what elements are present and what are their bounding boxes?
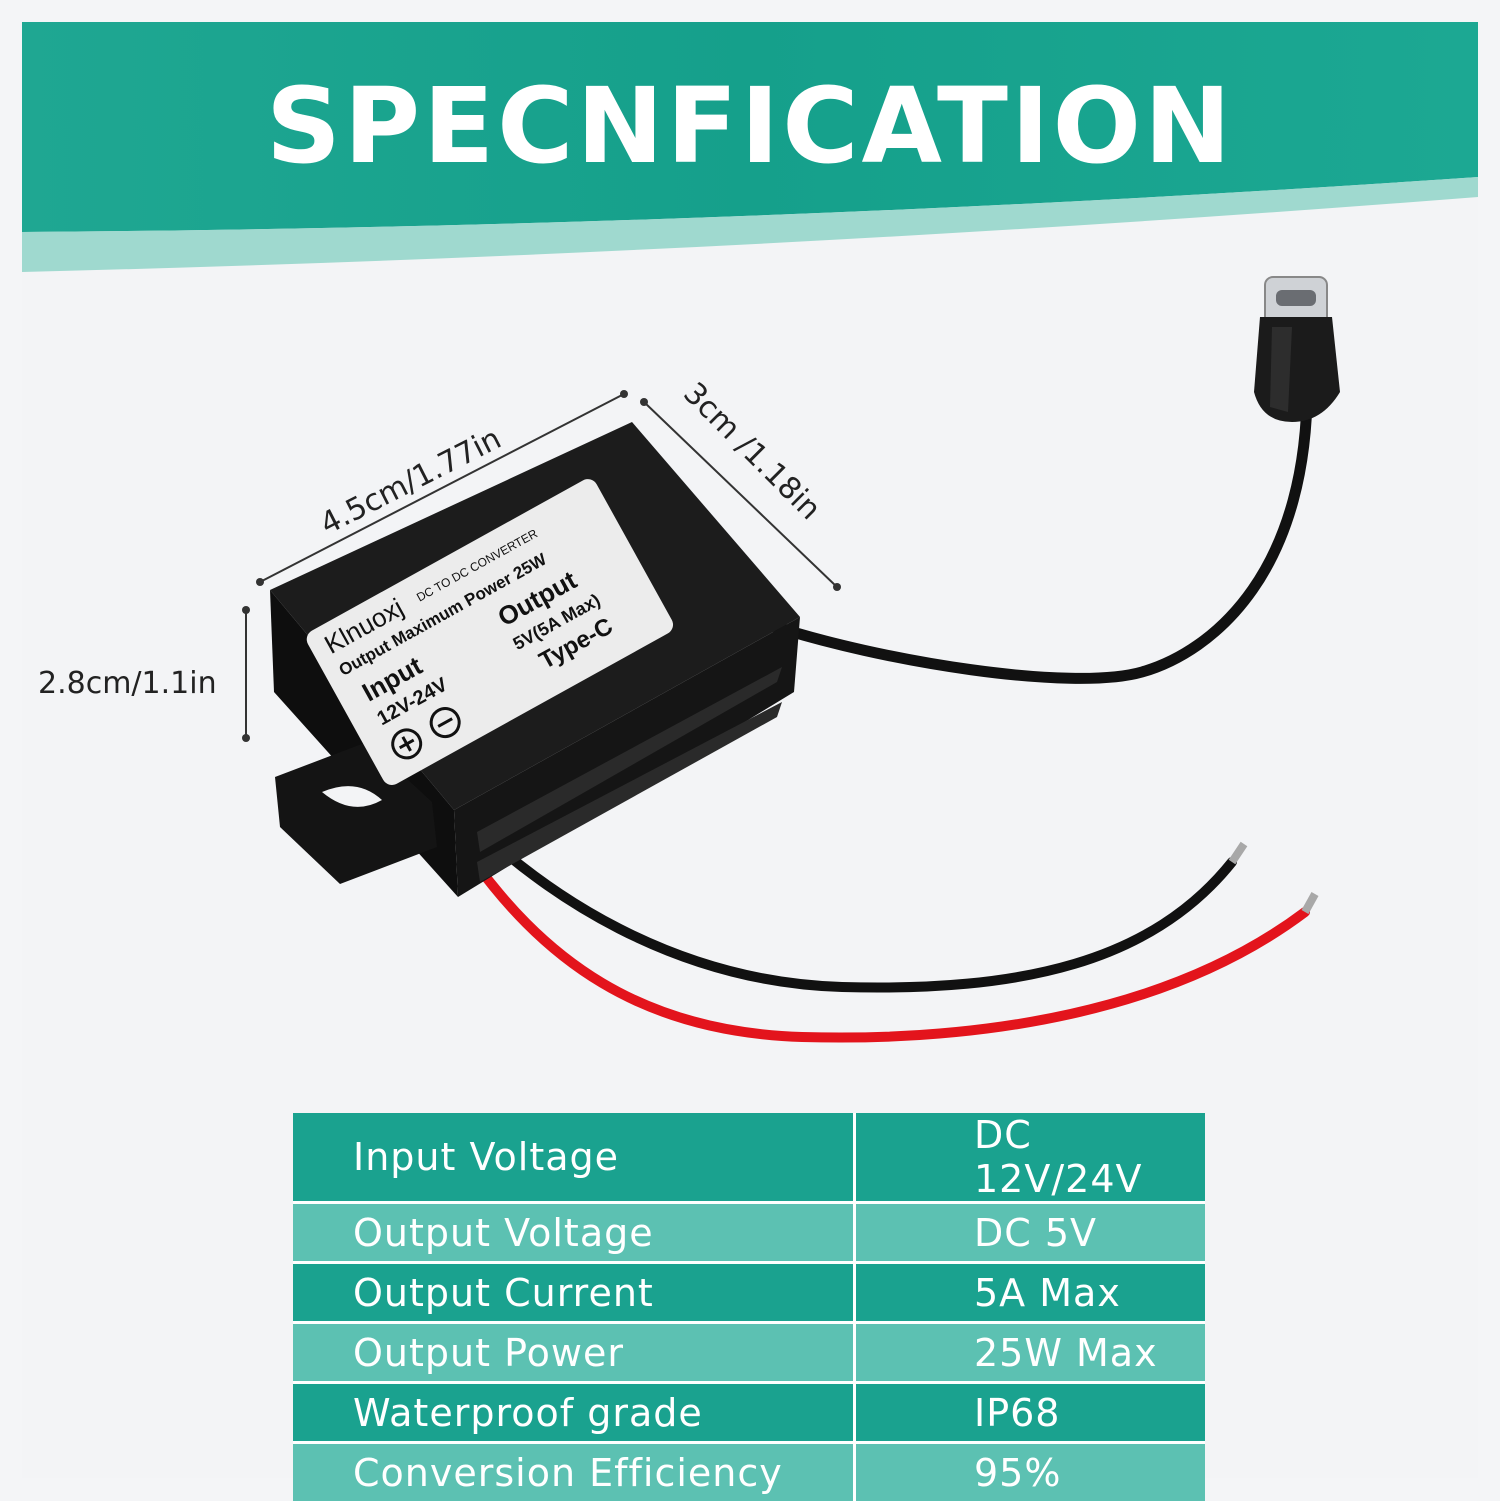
spec-key: Output Current: [293, 1264, 856, 1324]
spec-value: IP68: [856, 1384, 1205, 1444]
spec-value: DC 5V: [856, 1204, 1205, 1264]
length-dimension-line: [256, 390, 628, 586]
page-title: SPECNFICATION: [265, 65, 1235, 187]
spec-key: Output Voltage: [293, 1204, 856, 1264]
spec-value: 5A Max: [856, 1264, 1205, 1324]
spec-key: Conversion Efficiency: [293, 1444, 856, 1501]
table-row: Input Voltage DC 12V/24V: [293, 1113, 1205, 1204]
plus-icon: [391, 728, 423, 760]
table-row: Output Power 25W Max: [293, 1324, 1205, 1384]
height-dimension-line: [242, 606, 250, 742]
black-wire: [464, 815, 1237, 993]
spec-value: DC 12V/24V: [856, 1113, 1205, 1204]
spec-key: Input Voltage: [293, 1113, 856, 1204]
spec-table: Input Voltage DC 12V/24V Output Voltage …: [293, 1113, 1205, 1501]
spec-key: Output Power: [293, 1324, 856, 1384]
red-wire-tip: [1301, 892, 1319, 914]
title-banner: SPECNFICATION: [22, 22, 1478, 272]
table-row: Conversion Efficiency 95%: [293, 1444, 1205, 1501]
table-row: Output Voltage DC 5V: [293, 1204, 1205, 1264]
width-dimension-line: [640, 398, 841, 591]
table-row: Output Current 5A Max: [293, 1264, 1205, 1324]
product-label: Klnuoxj DC TO DC CONVERTER Output Maximu…: [306, 479, 674, 785]
spec-key: Waterproof grade: [293, 1384, 856, 1444]
banner-shape: [22, 22, 1478, 272]
table-row: Waterproof grade IP68: [293, 1384, 1205, 1444]
usb-c-cable: [761, 366, 1313, 684]
minus-icon: [429, 707, 461, 739]
spec-value: 25W Max: [856, 1324, 1205, 1384]
red-wire: [457, 839, 1310, 1043]
height-dimension: 2.8cm/1.1in: [38, 666, 217, 701]
spec-value: 95%: [856, 1444, 1205, 1501]
black-wire-tip: [1228, 841, 1248, 865]
product-illustration: Klnuoxj DC TO DC CONVERTER Output Maximu…: [22, 272, 1478, 1092]
usb-c-plug-icon: [1254, 276, 1340, 422]
